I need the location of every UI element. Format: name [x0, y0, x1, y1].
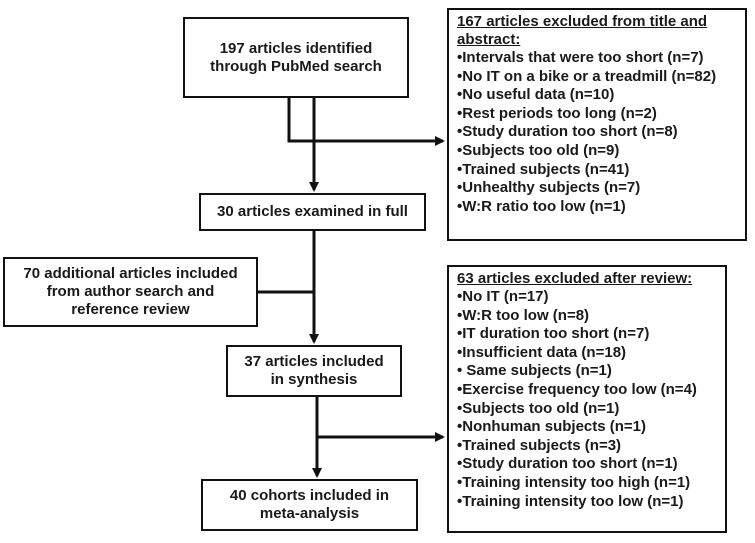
- list-item: •Trained subjects (n=3): [457, 436, 622, 454]
- identified-line-1: 197 articles identified: [219, 39, 373, 57]
- list-item: •Training intensity too high (n=1): [457, 473, 691, 491]
- excluded-title-heading: 167 articles excluded from title and abs…: [457, 13, 739, 49]
- list-item: •Study duration too short (n=1): [457, 455, 678, 473]
- list-item: •Exercise frequency too low (n=4): [457, 380, 697, 398]
- identified-line-2: through PubMed search: [210, 57, 382, 75]
- synthesis-line-2: in synthesis: [270, 371, 358, 388]
- excluded-title-list: •Intervals that were too short (n=7) •No…: [457, 49, 739, 216]
- excluded-review-heading: 63 articles excluded after review:: [457, 270, 719, 288]
- list-item: •Intervals that were too short (n=7): [457, 49, 704, 66]
- excluded-review-heading-line-1: 63 articles excluded after review:: [457, 270, 693, 287]
- additional-line-2: from author search and: [46, 283, 215, 300]
- list-item: •Trained subjects (n=41): [457, 160, 630, 178]
- synthesis-line-1: 37 articles included: [244, 353, 384, 370]
- additional-line-1: 70 additional articles included: [23, 265, 238, 282]
- list-item: •No IT on a bike or a treadmill (n=82): [457, 67, 717, 85]
- excluded-title-box: 167 articles excluded from title and abs…: [447, 8, 747, 241]
- list-item: •W:R too low (n=8): [457, 306, 590, 324]
- connector-to-review-exclusion: [315, 397, 445, 442]
- excluded-review-list: •No IT (n=17) •W:R too low (n=8) •IT dur…: [457, 288, 719, 511]
- additional-line-3: reference review: [71, 301, 190, 318]
- connector-to-title-exclusion: [287, 98, 445, 146]
- list-item: •Unhealthy subjects (n=7): [457, 179, 641, 197]
- list-item: •Study duration too short (n=8): [457, 123, 678, 141]
- list-item: •Subjects too old (n=1): [457, 399, 620, 417]
- list-item: •Nonhuman subjects (n=1): [457, 418, 647, 436]
- list-item: •Training intensity too low (n=1): [457, 492, 684, 510]
- cohorts-line-2: meta-analysis: [259, 505, 360, 522]
- excluded-title-heading-line-2: abstract:: [457, 31, 521, 48]
- excluded-title-heading-line-1: 167 articles excluded from title and: [457, 13, 708, 30]
- examined-line-1: 30 articles examined in full: [217, 203, 408, 220]
- list-item: •IT duration too short (n=7): [457, 325, 650, 343]
- synthesis-box: 37 articles included in synthesis: [226, 345, 402, 397]
- list-item: • Same subjects (n=1): [457, 362, 612, 380]
- list-item: •Insufficient data (n=18): [457, 343, 627, 361]
- excluded-review-box: 63 articles excluded after review: •No I…: [447, 265, 727, 533]
- list-item: •No useful data (n=10): [457, 86, 615, 104]
- list-item: •Subjects too old (n=9): [457, 141, 620, 159]
- list-item: •No IT (n=17): [457, 288, 549, 305]
- examined-box: 30 articles examined in full: [199, 193, 426, 231]
- identified-box: 197 articles identified through PubMed s…: [183, 17, 409, 98]
- cohorts-box: 40 cohorts included in meta-analysis: [201, 479, 418, 531]
- list-item: •W:R ratio too low (n=1): [457, 197, 626, 215]
- list-item: •Rest periods too long (n=2): [457, 104, 657, 122]
- cohorts-line-1: 40 cohorts included in: [229, 487, 390, 504]
- additional-box: 70 additional articles included from aut…: [3, 257, 258, 327]
